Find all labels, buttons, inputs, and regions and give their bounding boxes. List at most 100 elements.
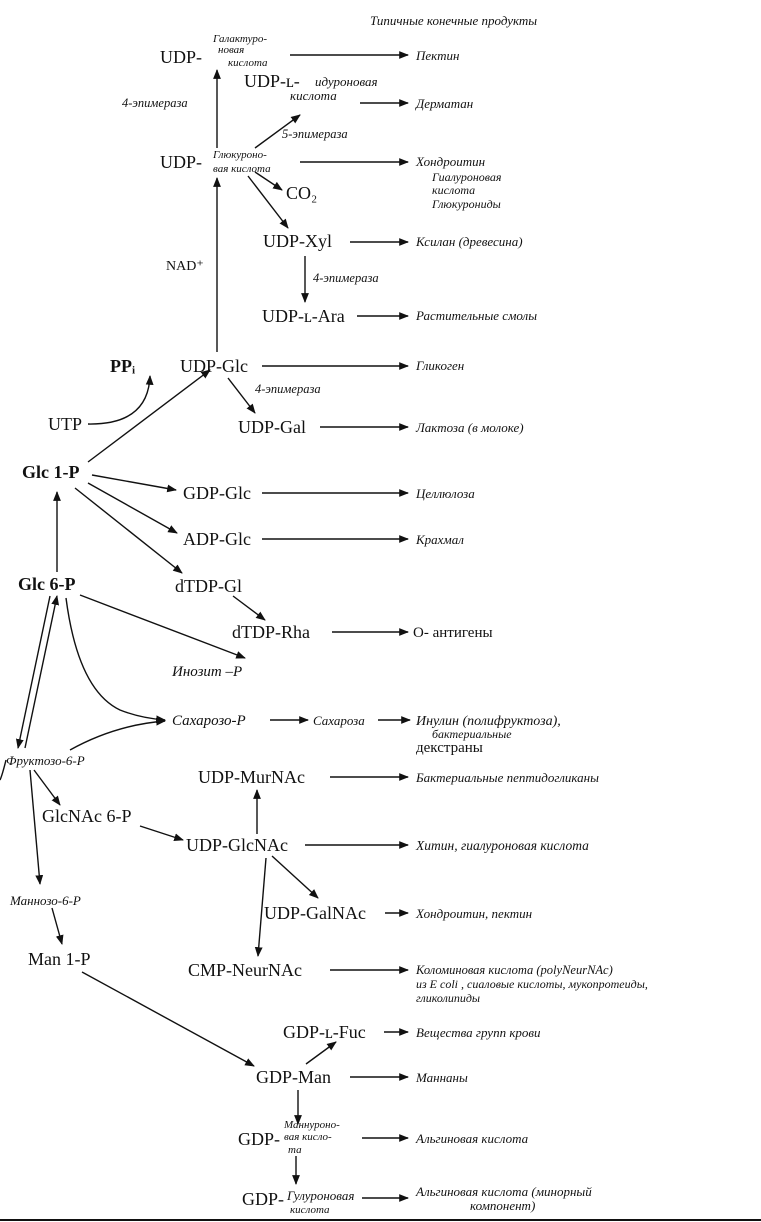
arrow-to-udpgalnac: [271, 855, 319, 899]
arrow-utp-to-ppi: [87, 375, 154, 425]
node-inosit-p: Инозит –P: [171, 664, 242, 680]
glucuronic-label-1: Глюкуроно-: [212, 149, 267, 161]
node-nad: NAD⁺: [166, 259, 204, 274]
arrow-to-man1p: [51, 907, 64, 945]
node-udp-glc: UDP-Glc: [180, 356, 248, 376]
galacturonic-label-1: Галактуро-: [212, 33, 267, 45]
product-alginic-minor-1: Альгиновая кислота (минорный: [415, 1184, 592, 1199]
node-glcnac6p: GlcNAc 6-P: [42, 806, 131, 826]
enzyme-epimerase4-xyl: 4-эпимераза: [313, 271, 379, 285]
node-gdp-man: GDP-Man: [256, 1067, 331, 1087]
arrow-to-glcnac6p: [33, 769, 61, 806]
node-udp-galacturonic: UDP-: [160, 47, 202, 67]
node-glc6p: Glc 6-P: [18, 574, 75, 594]
node-fructose6p: Фруктозо-6-P: [6, 753, 85, 768]
product-glycogen: Гликоген: [415, 358, 464, 373]
product-alginic-minor-2: компонент): [470, 1198, 535, 1213]
header-title: Типичные конечные продукты: [370, 13, 537, 28]
enzyme-epimerase5: 5-эпимераза: [282, 127, 348, 141]
node-udp-galnac: UDP-GalNAc: [264, 903, 366, 923]
node-cmp-neurnac: CMP-NeurNAc: [188, 960, 302, 980]
product-colominic: Коломиновая кислота (polyNeurNAc): [415, 963, 613, 977]
product-xylan: Ксилан (древесина): [415, 234, 523, 249]
node-udp-glucuronic: UDP-: [160, 152, 202, 172]
arrow-to-udpxyl: [247, 175, 289, 229]
product-mannans: Маннаны: [415, 1070, 468, 1085]
iduronic-label-1: идуроновая: [315, 74, 378, 89]
node-udp-iduronic: UDP-ʟ-: [244, 71, 300, 91]
arrow-to-co2: [254, 171, 283, 191]
product-resins: Растительные смолы: [415, 308, 537, 323]
nodes: UDP- Галактуро- новая кислота UDP-ʟ- иду…: [6, 33, 493, 1216]
arrow-to-mannose6p: [29, 769, 44, 885]
arrow-glc-to-gal: [227, 377, 256, 414]
node-udp-murnac: UDP-MurNAc: [198, 767, 305, 787]
node-dtdp-gl: dTDP-Gl: [175, 576, 242, 596]
enzyme-epimerase4-glc: 4-эпимераза: [255, 382, 321, 396]
node-ppi: PPᵢ: [110, 356, 135, 376]
product-chondroitin-pectin: Хондроитин, пектин: [415, 906, 532, 921]
arrow-to-inosit: [79, 594, 246, 659]
node-gdp-mannuronic: GDP-: [238, 1129, 280, 1149]
product-glycolipids: гликолипиды: [416, 991, 480, 1005]
product-starch: Крахмал: [415, 532, 464, 547]
product-chitin: Хитин, гиалуроновая кислота: [415, 838, 589, 853]
node-o-antigens: O- антигены: [413, 625, 493, 641]
arrow-to-gdpfuc: [305, 1041, 337, 1065]
node-mannose6p: Маннозо-6-P: [9, 893, 81, 908]
node-sucrose-p: Сахарозо-P: [172, 713, 246, 729]
product-alginic: Альгиновая кислота: [415, 1131, 529, 1146]
product-cellulose: Целлюлоза: [415, 486, 475, 501]
arrow-to-gdpglc: [91, 474, 177, 493]
product-dermatan: Дерматан: [414, 96, 473, 111]
node-gdp-guluronic: GDP-: [242, 1189, 284, 1209]
node-udp-glcnac: UDP-GlcNAc: [186, 835, 288, 855]
node-man1p: Man 1-P: [28, 949, 91, 969]
product-inulin: Инулин (полифруктоза),: [415, 714, 561, 729]
enzyme-labels: 4-эпимераза 5-эпимераза 4-эпимераза 4-эп…: [122, 96, 379, 396]
product-glucuronides: Глюкурониды: [431, 197, 501, 211]
node-gdp-glc: GDP-Glc: [183, 483, 251, 503]
arrow-to-dtdpgl: [74, 487, 183, 574]
arrow-fru6p-to-sucrosep: [69, 717, 166, 751]
node-utp: UTP: [48, 414, 82, 434]
product-blood-groups: Вещества групп крови: [416, 1025, 541, 1040]
product-hyaluronic-2: кислота: [432, 183, 475, 197]
node-sucrose: Сахароза: [313, 713, 365, 728]
guluronic-label-1: Гулуроновая: [286, 1188, 354, 1203]
node-gdp-fuc: GDP-ʟ-Fuc: [283, 1022, 366, 1042]
product-chondroitin: Хондроитин: [415, 154, 485, 169]
product-ecoli: из E coli , сиаловые кислоты, мукопротеи…: [416, 977, 648, 991]
node-udp-xyl: UDP-Xyl: [263, 231, 332, 251]
enzyme-epimerase4-top: 4-эпимераза: [122, 96, 188, 110]
node-udp-ara: UDP-ʟ-Ara: [262, 306, 345, 326]
arrow-glc6p-to-fru6p: [15, 595, 51, 749]
mannuronic-label-3: та: [288, 1144, 302, 1156]
fru6p-curl: [0, 759, 7, 781]
products: Пектин Дерматан Хондроитин Гиалуроновая …: [414, 48, 648, 1213]
arrow-to-udpglcnac: [139, 825, 184, 841]
guluronic-label-2: кислота: [290, 1204, 330, 1216]
product-lactose: Лактоза (в молоке): [415, 420, 524, 435]
arrow-gl-to-rha: [232, 595, 266, 621]
node-co2: CO₂: [286, 183, 317, 203]
product-pectin: Пектин: [415, 48, 459, 63]
node-glc1p: Glc 1-P: [22, 462, 79, 482]
arrows: [0, 51, 411, 1202]
product-hyaluronic-1: Гиалуроновая: [431, 170, 502, 184]
mannuronic-label-1: Маннуроно-: [283, 1119, 340, 1131]
product-peptidoglycans: Бактериальные пептидогликаны: [415, 770, 599, 785]
galacturonic-label-2: новая: [218, 44, 244, 56]
arrow-glc6p-to-sucrosep: [65, 597, 166, 724]
node-dtdp-rha: dTDP-Rha: [232, 622, 310, 642]
mannuronic-label-2: вая кисло-: [284, 1131, 332, 1143]
glucuronic-label-2: вая кислота: [213, 163, 271, 175]
arrow-fru6p-to-glc6p: [24, 595, 60, 749]
galacturonic-label-3: кислота: [228, 57, 268, 69]
arrow-to-cmpneurnac: [254, 857, 267, 957]
arrow-to-adpglc: [87, 482, 178, 534]
node-adp-glc: ADP-Glc: [183, 529, 251, 549]
node-udp-gal: UDP-Gal: [238, 417, 306, 437]
arrow-glucuronic-to-iduronic: [254, 114, 301, 149]
